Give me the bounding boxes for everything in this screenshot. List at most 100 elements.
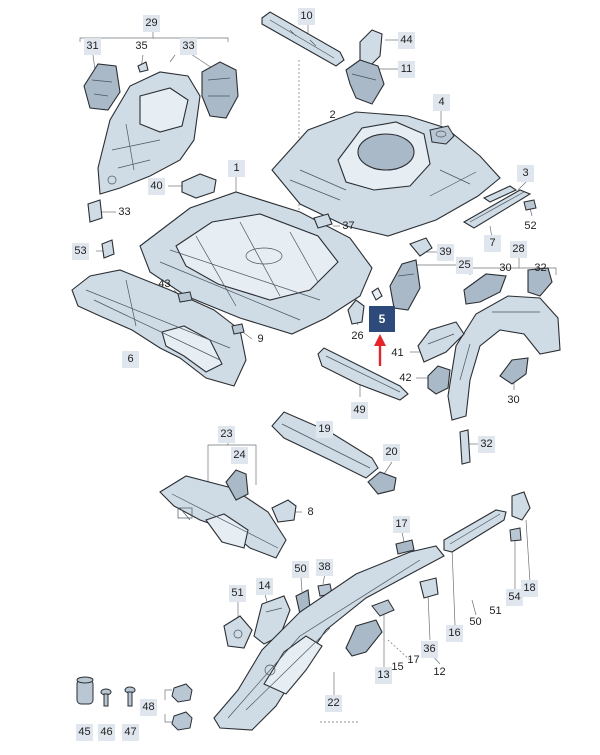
part-grommet-45[interactable] (76, 676, 94, 705)
highlight-label-5[interactable]: 5 (369, 306, 395, 332)
label-33-left[interactable]: 33 (118, 206, 131, 218)
label-2[interactable]: 2 (329, 109, 336, 121)
label-26[interactable]: 26 (351, 330, 364, 342)
part-bracket-13[interactable] (345, 619, 383, 657)
label-50-right[interactable]: 50 (469, 616, 482, 628)
label-25[interactable]: 25 (456, 257, 473, 274)
label-45[interactable]: 45 (76, 724, 93, 741)
label-19[interactable]: 19 (316, 421, 333, 438)
label-15[interactable]: 15 (391, 661, 404, 673)
part-cross-brace-49[interactable] (317, 347, 409, 401)
part-wheel-housing-right[interactable] (447, 267, 561, 421)
part-clip-9[interactable] (231, 323, 245, 335)
part-bracket-42[interactable] (427, 365, 451, 395)
part-bracket-24[interactable] (225, 469, 249, 501)
part-bracket-32[interactable] (459, 429, 471, 465)
label-33-top[interactable]: 33 (180, 38, 197, 55)
part-nut-48[interactable] (171, 683, 193, 731)
label-35[interactable]: 35 (135, 40, 148, 52)
part-clip-52[interactable] (523, 199, 537, 211)
part-reinforcement-41[interactable] (417, 321, 465, 363)
highlight-arrow (374, 334, 386, 366)
label-30-bottom[interactable]: 30 (507, 394, 520, 406)
label-28[interactable]: 28 (510, 241, 527, 258)
label-47[interactable]: 47 (122, 724, 139, 741)
label-29[interactable]: 29 (143, 15, 160, 32)
label-23[interactable]: 23 (218, 426, 235, 443)
part-bracket-53[interactable] (101, 239, 115, 259)
label-9[interactable]: 9 (257, 333, 264, 345)
part-bracket-upper[interactable] (345, 29, 385, 105)
part-panel-30[interactable] (499, 357, 529, 385)
part-bracket-39[interactable] (389, 237, 433, 311)
label-39[interactable]: 39 (437, 244, 454, 261)
part-bolt-47[interactable] (124, 686, 136, 707)
part-bracket-37[interactable] (313, 213, 333, 229)
label-42[interactable]: 42 (399, 372, 412, 384)
part-cover-40[interactable] (181, 173, 217, 199)
label-38[interactable]: 38 (316, 559, 333, 576)
part-bracket-17[interactable] (395, 539, 415, 555)
label-1[interactable]: 1 (228, 160, 245, 177)
label-37[interactable]: 37 (342, 220, 355, 232)
label-24[interactable]: 24 (231, 447, 248, 464)
label-22[interactable]: 22 (325, 695, 342, 712)
label-36[interactable]: 36 (421, 641, 438, 658)
label-40[interactable]: 40 (148, 178, 165, 195)
part-bracket-8[interactable] (271, 499, 297, 523)
part-sill-16[interactable] (443, 509, 507, 553)
label-8[interactable]: 8 (307, 506, 314, 518)
label-3[interactable]: 3 (517, 165, 534, 182)
label-17-top[interactable]: 17 (393, 516, 410, 533)
label-18[interactable]: 18 (521, 580, 538, 597)
part-bracket-51[interactable] (223, 615, 253, 649)
label-43[interactable]: 43 (158, 278, 171, 290)
part-cap[interactable] (429, 125, 455, 145)
part-bracket-20[interactable] (367, 471, 397, 495)
part-cross-member-19[interactable] (271, 411, 379, 479)
label-54[interactable]: 54 (506, 589, 523, 606)
label-46[interactable]: 46 (98, 724, 115, 741)
label-53[interactable]: 53 (72, 243, 89, 260)
part-cross-member-rear[interactable] (462, 185, 532, 229)
label-4[interactable]: 4 (433, 94, 450, 111)
label-13[interactable]: 13 (375, 667, 392, 684)
part-rear-panel-6[interactable] (71, 269, 247, 387)
part-rear-rail[interactable] (261, 11, 345, 67)
label-48[interactable]: 48 (140, 699, 157, 716)
label-6[interactable]: 6 (122, 351, 139, 368)
part-clip-43[interactable] (177, 291, 193, 303)
label-31[interactable]: 31 (84, 38, 101, 55)
label-50-top[interactable]: 50 (292, 561, 309, 578)
part-side-member-22[interactable] (213, 545, 445, 731)
label-7[interactable]: 7 (484, 235, 501, 252)
part-bracket-26[interactable] (347, 287, 383, 325)
label-51-right[interactable]: 51 (489, 605, 502, 617)
label-32-top[interactable]: 32 (534, 262, 547, 274)
label-14[interactable]: 14 (256, 578, 273, 595)
label-20[interactable]: 20 (383, 444, 400, 461)
label-17-bottom[interactable]: 17 (407, 654, 420, 666)
label-11[interactable]: 11 (398, 61, 415, 78)
part-bracket-36[interactable] (419, 577, 439, 599)
label-41[interactable]: 41 (391, 347, 404, 359)
part-bracket-33[interactable] (87, 199, 103, 223)
part-wheel-arch-inner[interactable] (83, 61, 239, 195)
label-30-top[interactable]: 30 (499, 262, 512, 274)
part-bolt-46[interactable] (100, 688, 112, 707)
part-floor-panel[interactable] (139, 191, 373, 335)
part-cross-member-23[interactable] (159, 475, 287, 559)
label-52[interactable]: 52 (524, 220, 537, 232)
label-16[interactable]: 16 (446, 625, 463, 642)
part-clip-54[interactable] (509, 527, 522, 542)
label-49[interactable]: 49 (351, 402, 368, 419)
label-44[interactable]: 44 (398, 32, 415, 49)
label-51-left[interactable]: 51 (229, 585, 246, 602)
label-32-bottom[interactable]: 32 (478, 436, 495, 453)
part-bracket-18[interactable] (511, 491, 531, 521)
label-12[interactable]: 12 (433, 666, 446, 678)
label-10[interactable]: 10 (298, 8, 315, 25)
part-bracket-15[interactable] (371, 599, 395, 617)
